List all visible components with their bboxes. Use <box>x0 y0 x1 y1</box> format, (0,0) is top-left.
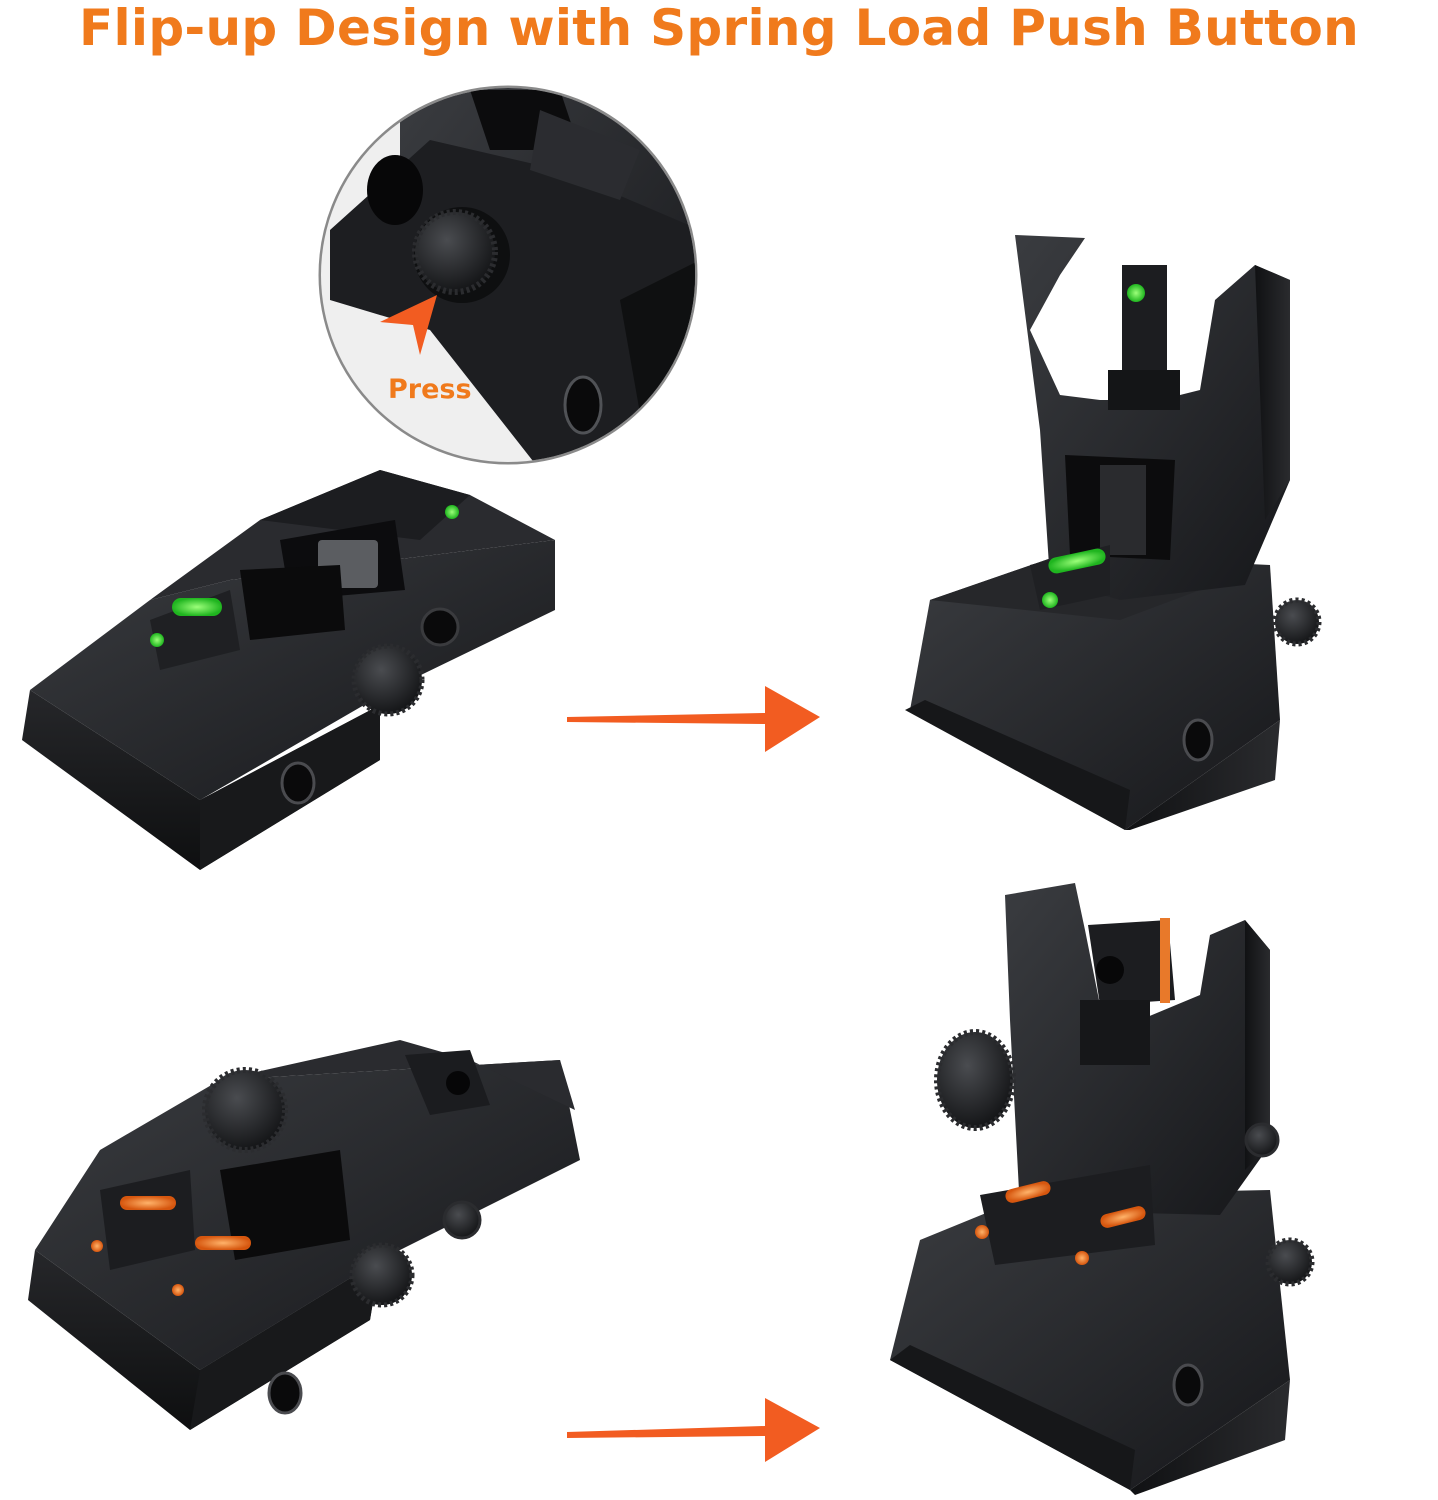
push-button-knob <box>412 207 510 303</box>
page-headline: Flip-up Design with Spring Load Push But… <box>78 0 1359 57</box>
green-fiber-rear <box>172 598 222 616</box>
rear-sight-deployed <box>890 883 1315 1495</box>
push-button-knob <box>349 1242 415 1308</box>
orange-fiber-rear-1 <box>120 1196 176 1210</box>
transition-arrow-icon <box>567 686 820 752</box>
windage-knob-large <box>934 1029 1016 1131</box>
front-sight-deployed <box>905 235 1322 830</box>
push-button-knob <box>351 643 425 717</box>
front-sight-folded <box>22 470 555 870</box>
windage-knob-large <box>202 1067 288 1153</box>
zoom-callout: Press <box>318 85 698 465</box>
rear-sight-folded <box>28 1040 580 1430</box>
orange-fiber-rear-2 <box>195 1236 251 1250</box>
press-label: Press <box>388 374 472 405</box>
green-fiber-dot <box>445 505 459 519</box>
press-arrow-icon <box>380 295 437 355</box>
push-button-knob <box>1272 597 1322 647</box>
green-fiber-front-post <box>1127 284 1145 302</box>
transition-arrow-icon <box>567 1398 820 1462</box>
peep-aperture <box>1096 956 1124 984</box>
push-button-knob <box>1265 1237 1315 1287</box>
